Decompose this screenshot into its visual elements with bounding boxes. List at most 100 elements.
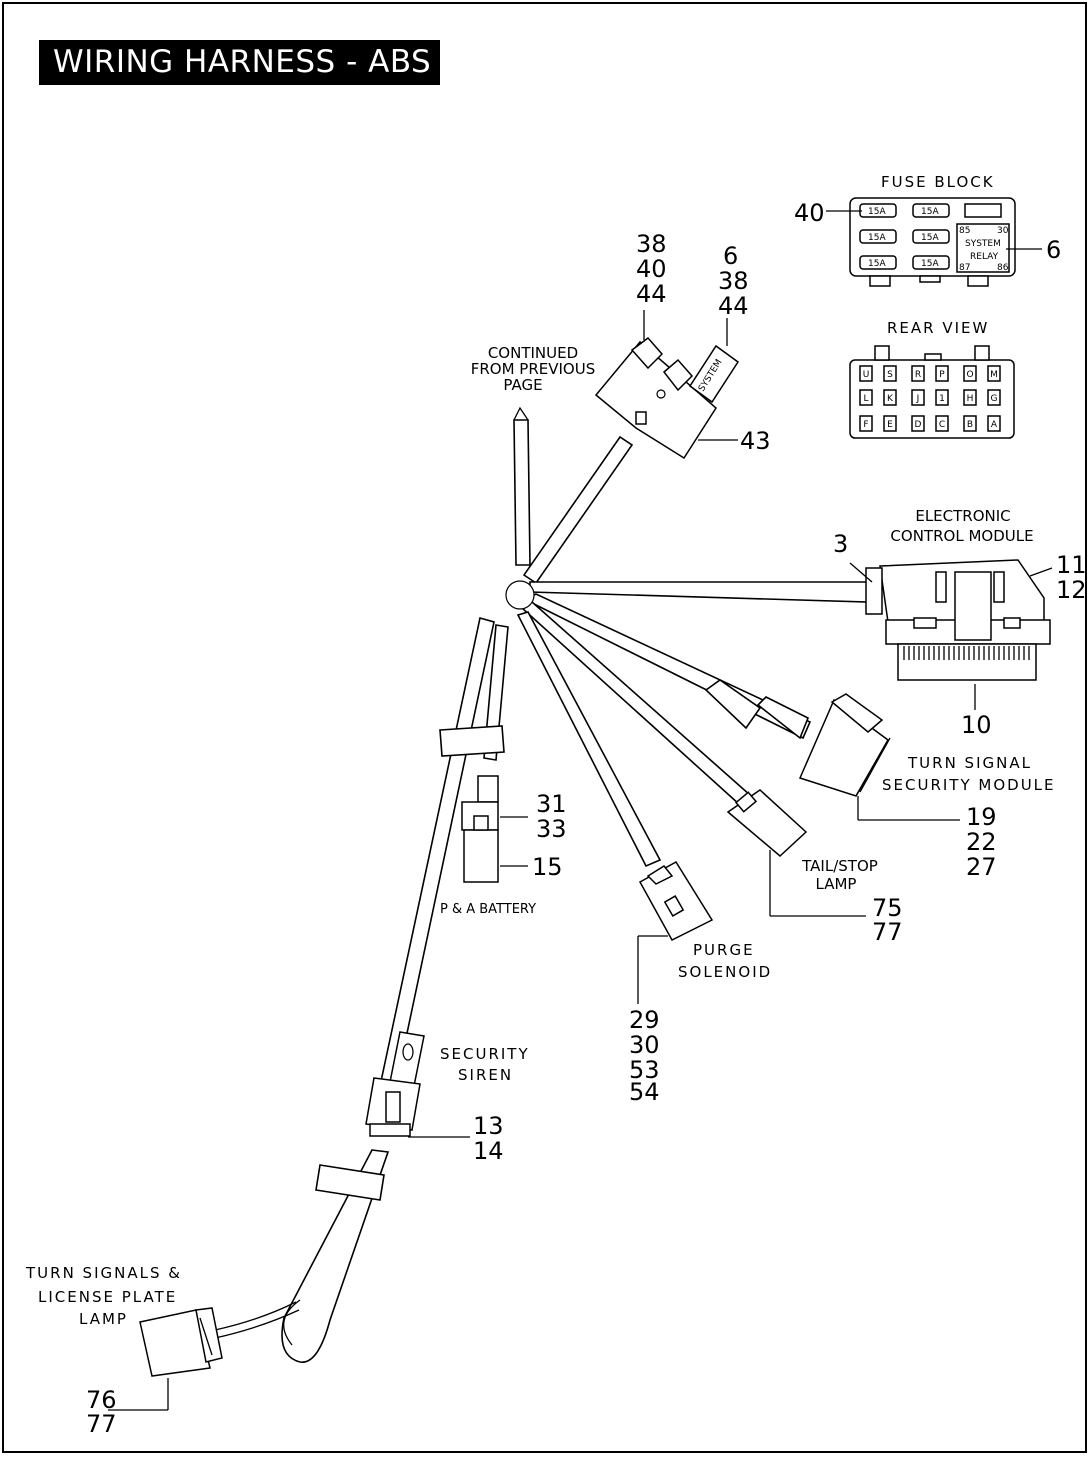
callout-30: 30 <box>629 1031 660 1059</box>
rear-view-pin-box <box>935 415 949 432</box>
tail-stop-lamp-connector: TAIL/STOP LAMP 75 77 <box>726 789 903 946</box>
rear-view-pin-label: D <box>915 420 922 430</box>
purge-label-2: SOLENOID <box>678 963 772 981</box>
rear-view-pin-box <box>987 365 1001 382</box>
callout-38b: 38 <box>718 267 749 295</box>
relay-label-1: SYSTEM <box>965 239 1001 249</box>
relay-pin-87: 87 <box>959 263 970 273</box>
battery-label: P & A BATTERY <box>440 902 536 917</box>
callout-43: 43 <box>740 427 771 455</box>
rear-view-pin-box <box>987 389 1001 406</box>
rear-view-pin-box <box>883 365 897 382</box>
rear-view-pin-label: G <box>991 394 998 404</box>
callout-13: 13 <box>473 1112 504 1140</box>
purge-solenoid-connector: PURGE SOLENOID 29 30 53 54 <box>629 860 772 1106</box>
rear-view-pin-label: U <box>863 370 870 380</box>
fuse-4-label: 15A <box>921 233 939 243</box>
rear-view-pin-box <box>859 365 873 382</box>
callout-3: 3 <box>833 530 848 558</box>
rear-view-pin-label: P <box>939 370 945 380</box>
callout-53: 53 <box>629 1056 660 1084</box>
callout-14: 14 <box>473 1137 504 1165</box>
system-connector: SYSTEM 38 40 44 6 38 44 43 <box>594 230 771 460</box>
callout-77-tail: 77 <box>872 918 903 946</box>
rear-view-pin-box <box>935 389 949 406</box>
fuse-block-label: FUSE BLOCK <box>881 173 995 191</box>
callout-44a: 44 <box>636 280 667 308</box>
rear-view-pin-label: H <box>967 394 974 404</box>
rear-view-pin-box <box>859 389 873 406</box>
rear-view-pin-box <box>963 415 977 432</box>
rear-view-pin-box <box>859 415 873 432</box>
tail-label-2: LAMP <box>816 875 857 893</box>
rear-view-pin-box <box>963 389 977 406</box>
callout-27: 27 <box>966 853 997 881</box>
relay-label-2: RELAY <box>970 252 999 262</box>
callout-6-relay: 6 <box>1046 236 1061 264</box>
callout-15: 15 <box>532 853 563 881</box>
callout-6b: 6 <box>723 242 738 270</box>
callout-75: 75 <box>872 894 903 922</box>
tssm-label-2: SECURITY MODULE <box>882 776 1056 794</box>
rear-view-pin-label: A <box>991 420 998 430</box>
rear-view-pin-box <box>987 415 1001 432</box>
callout-44b: 44 <box>718 292 749 320</box>
callout-22: 22 <box>966 828 997 856</box>
callout-77-turn: 77 <box>86 1410 117 1438</box>
tssm-label-1: TURN SIGNAL <box>907 754 1032 772</box>
callout-10: 10 <box>961 711 992 739</box>
rear-view-pin-box <box>935 365 949 382</box>
rear-view-pin-label: O <box>966 370 973 380</box>
rear-view-pin-label: S <box>887 370 893 380</box>
page-title: WIRING HARNESS - ABS <box>39 40 440 85</box>
fuse-3-label: 15A <box>868 233 886 243</box>
rear-view-pin-label: K <box>887 394 894 404</box>
tail-label-1: TAIL/STOP <box>801 857 878 875</box>
ts-label-1: TURN SIGNALS & <box>25 1264 182 1282</box>
callout-12: 12 <box>1056 576 1087 604</box>
ts-label-3: LAMP <box>79 1310 128 1328</box>
turn-signal-security-module: TURN SIGNAL SECURITY MODULE 19 22 27 <box>798 693 1056 881</box>
pa-battery-connector: 31 33 15 P & A BATTERY <box>440 775 567 917</box>
rear-view-pin-box <box>963 365 977 382</box>
harness-branches <box>214 406 869 1363</box>
callout-40a: 40 <box>636 255 667 283</box>
callout-54: 54 <box>629 1078 660 1106</box>
electronic-control-module: ELECTRONIC CONTROL MODULE 3 11 12 10 <box>833 507 1087 739</box>
relay-pin-86: 86 <box>997 263 1009 273</box>
rear-view-pin-box <box>883 389 897 406</box>
rear-view-pin-label: B <box>967 420 973 430</box>
rear-view-pin-label: J <box>916 394 920 404</box>
turn-signal-lamp-connector: TURN SIGNALS & LICENSE PLATE LAMP 76 77 <box>25 1264 223 1438</box>
continued-note: CONTINUED FROM PREVIOUS PAGE <box>471 344 596 394</box>
relay-pin-30: 30 <box>997 226 1009 236</box>
callout-38a: 38 <box>636 230 667 258</box>
fuse-6-label: 15A <box>921 259 939 269</box>
callout-31: 31 <box>536 790 567 818</box>
rear-view-label: REAR VIEW <box>887 319 989 337</box>
fuse-2-label: 15A <box>921 207 939 217</box>
fuse-block: FUSE BLOCK 15A 15A 15A 15A 15A 15A 85 30… <box>794 173 1061 287</box>
callout-19: 19 <box>966 803 997 831</box>
rear-view-pin-box <box>883 415 897 432</box>
fuse-5-label: 15A <box>868 259 886 269</box>
relay-pin-85: 85 <box>959 226 970 236</box>
rear-view-pin-label: E <box>887 420 893 430</box>
security-siren: SECURITY SIREN 13 14 <box>365 1031 528 1165</box>
rear-view-pin-label: M <box>990 370 998 380</box>
rear-view-pin-box <box>911 389 925 406</box>
callout-29: 29 <box>629 1006 660 1034</box>
callout-40-fuse: 40 <box>794 199 825 227</box>
siren-label-2: SIREN <box>458 1066 513 1084</box>
continued-line-3: PAGE <box>503 376 542 394</box>
continued-line-2: FROM PREVIOUS <box>471 360 596 378</box>
rear-view-pin-label: F <box>863 420 868 430</box>
continued-line-1: CONTINUED <box>488 344 578 362</box>
ecm-label-1: ELECTRONIC <box>915 507 1010 525</box>
rear-view-pin-box <box>911 415 925 432</box>
callout-33: 33 <box>536 815 567 843</box>
fuse-1-label: 15A <box>868 207 886 217</box>
rear-view-pin-label: R <box>915 370 921 380</box>
